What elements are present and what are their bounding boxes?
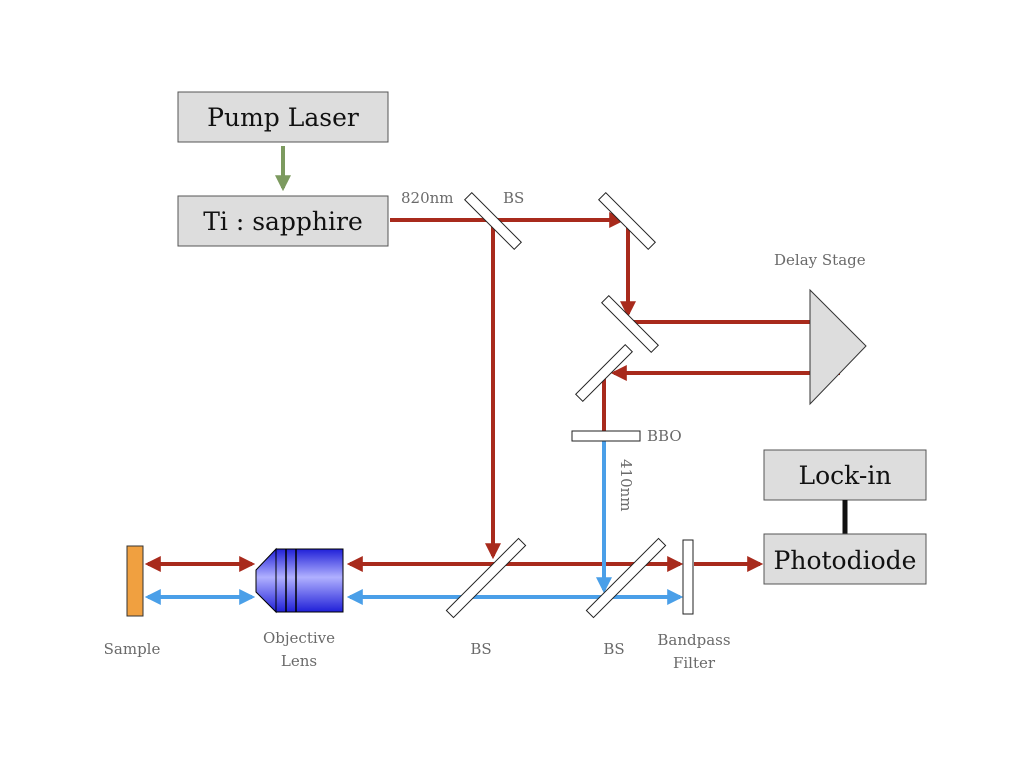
beam-splitter-top [464, 192, 522, 250]
photodiode-box: Photodiode [763, 533, 927, 585]
label-820nm: 820nm [401, 189, 454, 207]
label-bs-bottom-right: BS [603, 640, 624, 658]
label-objective-line1: Objective [263, 629, 335, 647]
mirror-middle [601, 295, 659, 353]
beam-splitter-bottom-left [445, 537, 527, 619]
label-objective-line2: Lens [281, 652, 317, 670]
lock-in-label: Lock-in [799, 461, 892, 490]
ti-sapphire-box: Ti : sapphire [177, 195, 389, 247]
lock-in-box: Lock-in [763, 449, 927, 501]
bandpass-filter [682, 539, 694, 615]
label-bbo: BBO [647, 427, 682, 445]
label-bs-bottom-left: BS [470, 640, 491, 658]
pump-laser-box: Pump Laser [177, 91, 389, 143]
bbo-crystal [571, 430, 641, 442]
photodiode-label: Photodiode [774, 546, 917, 575]
label-bandpass-line1: Bandpass [657, 631, 730, 649]
sample [126, 545, 144, 617]
objective-lens [255, 547, 344, 614]
label-410nm: 410nm [617, 459, 635, 512]
label-bandpass-line2: Filter [673, 654, 716, 672]
mirror-lower [575, 344, 633, 402]
mirror-top-right [598, 192, 656, 250]
delay-stage-prism [809, 288, 867, 406]
pump-laser-label: Pump Laser [207, 103, 359, 132]
label-sample: Sample [104, 640, 161, 658]
ti-sapphire-label: Ti : sapphire [203, 207, 363, 236]
beam-splitter-bottom-right [585, 537, 667, 619]
label-bs-top: BS [503, 189, 524, 207]
label-delay-stage: Delay Stage [774, 251, 866, 269]
